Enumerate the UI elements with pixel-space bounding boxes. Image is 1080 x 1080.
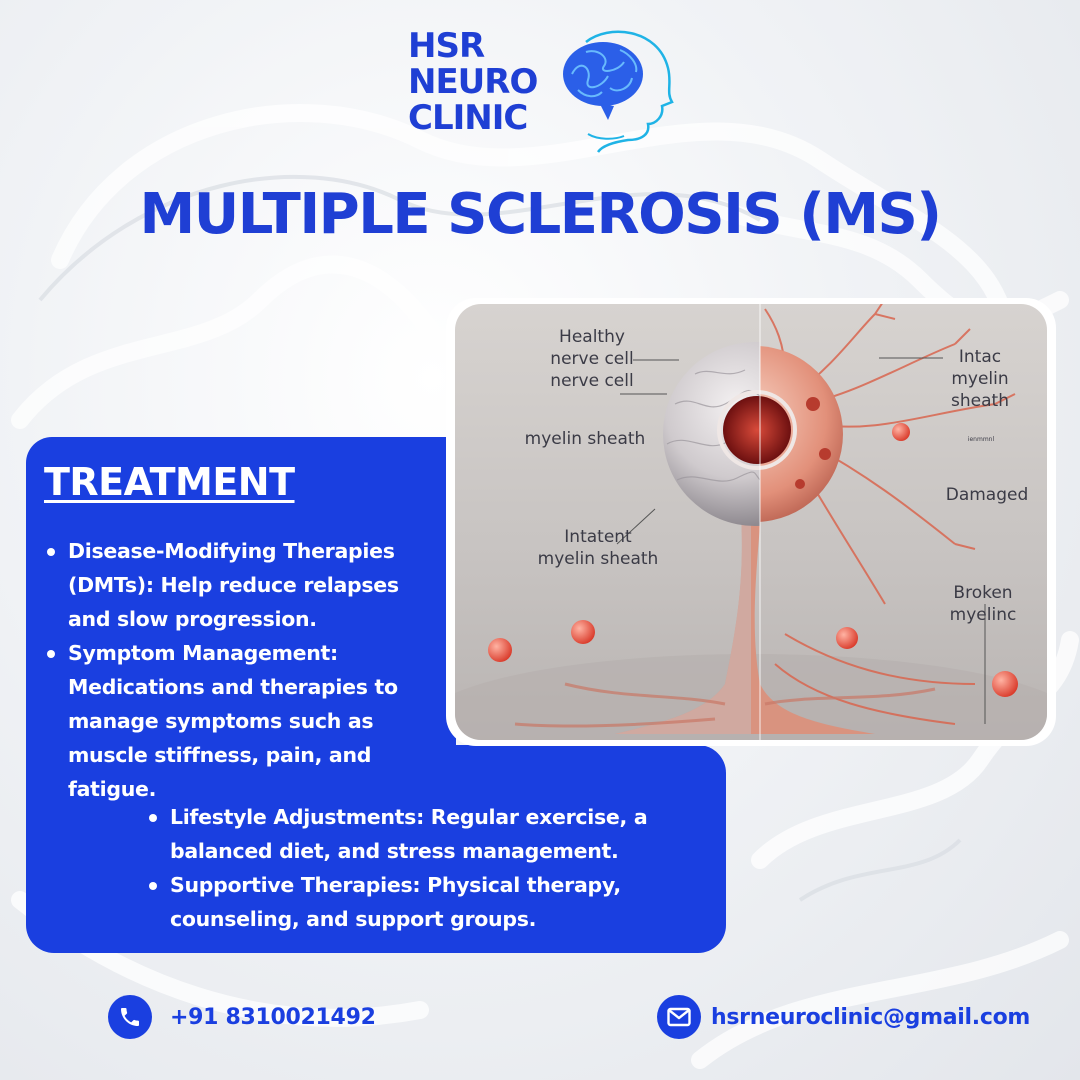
treatment-list: Disease-Modifying Therapies (DMTs): Help…	[44, 534, 444, 806]
logo-line-1: HSR	[408, 26, 485, 66]
treatment-item: Symptom Management: Medications and ther…	[44, 636, 444, 806]
label-intact-myelin-sheath: Intac myelin sheath	[951, 347, 1009, 411]
treatment-content-continued: Lifestyle Adjustments: Regular exercise,…	[146, 800, 706, 936]
treatment-item: Disease-Modifying Therapies (DMTs): Help…	[44, 534, 444, 636]
treatment-content: TREATMENT Disease-Modifying Therapies (D…	[44, 460, 444, 806]
phone-contact[interactable]: +91 8310021492	[108, 995, 376, 1039]
email-contact[interactable]: hsrneuroclinic@gmail.com	[657, 995, 1030, 1039]
treatment-panel-extension	[26, 745, 726, 953]
treatment-heading: TREATMENT	[44, 460, 295, 504]
label-myelin-sheath: myelin sheath	[524, 429, 646, 449]
nerve-cell-drawing	[455, 304, 1047, 740]
logo-line-3: CLINIC	[408, 98, 528, 138]
label-damaged: Damaged	[945, 485, 1029, 505]
label-intatent-myelin-sheath: Intatent myelin sheath	[537, 527, 659, 569]
mail-icon	[657, 995, 701, 1039]
label-tiny-caption: ienmmnl	[967, 436, 995, 443]
clinic-logo: HSR NEURO CLINIC	[408, 28, 678, 153]
label-healthy-nerve-cell: Healthy nerve cell nerve cell	[550, 327, 634, 391]
treatment-list-continued: Lifestyle Adjustments: Regular exercise,…	[146, 800, 706, 936]
logo-wordmark: HSR NEURO CLINIC	[408, 26, 538, 138]
treatment-item: Supportive Therapies: Physical therapy, …	[146, 868, 706, 936]
nerve-cell-illustration: Healthy nerve cell nerve cell myelin she…	[455, 304, 1047, 740]
phone-number: +91 8310021492	[170, 1004, 376, 1030]
logo-line-2: NEURO	[408, 62, 538, 102]
treatment-panel	[26, 437, 456, 797]
brain-head-icon	[563, 30, 674, 153]
treatment-item: Lifestyle Adjustments: Regular exercise,…	[146, 800, 706, 868]
page-title: MULTIPLE SCLEROSIS (MS)	[139, 182, 942, 247]
email-address: hsrneuroclinic@gmail.com	[711, 1004, 1031, 1030]
phone-icon	[108, 995, 152, 1039]
label-broken-myelin: Broken myelinc	[949, 583, 1017, 625]
